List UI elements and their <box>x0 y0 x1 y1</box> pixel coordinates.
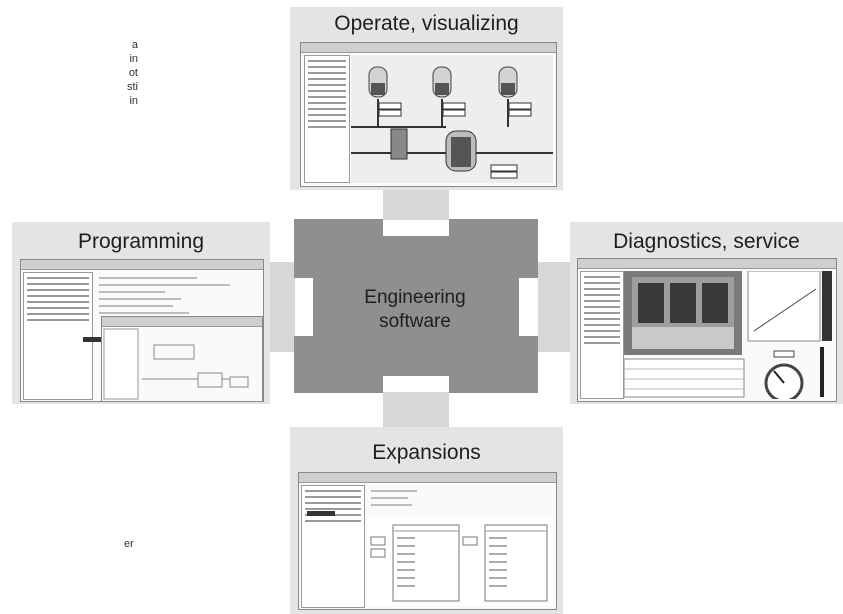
hub-label-line1: Engineering <box>364 287 466 308</box>
project-tree <box>23 272 93 400</box>
panel-expansions: Expansions <box>290 427 563 614</box>
process-diagram <box>351 55 553 183</box>
project-tree <box>304 55 350 183</box>
code-editor <box>367 485 552 515</box>
project-tree <box>580 271 624 399</box>
panel-title: Diagnostics, service <box>613 230 800 253</box>
connector-bottom <box>383 392 449 427</box>
screenshot-programming <box>20 259 264 402</box>
panel-diagnostics-service: Diagnostics, service <box>570 222 843 404</box>
cropped-text-line: in <box>129 95 138 107</box>
hub-label-line2: software <box>379 311 451 332</box>
hub-polygon <box>294 219 538 393</box>
code-editor <box>95 272 259 332</box>
connector-top <box>383 190 449 220</box>
screenshot-visualization <box>300 42 557 187</box>
project-tree <box>301 485 365 608</box>
cropped-text-line: ot <box>128 67 138 79</box>
tree-selection <box>307 511 335 516</box>
screenshot-diagnostics <box>577 258 837 402</box>
panel-title: Operate, visualizing <box>334 12 519 35</box>
toolbar <box>578 259 836 269</box>
screenshot-expansions <box>298 472 557 610</box>
function-block-window <box>101 316 263 401</box>
diagnostics-view <box>624 271 832 399</box>
cropped-text-line: a <box>131 39 138 51</box>
panel-title: Programming <box>77 230 205 253</box>
expansion-blocks-diagram <box>367 517 553 606</box>
cropped-text-line: in <box>129 53 138 65</box>
cropped-text-line: sti <box>127 81 138 93</box>
tree-selection <box>83 337 115 342</box>
toolbar <box>102 317 262 327</box>
toolbar <box>21 260 263 270</box>
panel-title: Expansions <box>372 441 481 464</box>
connector-right <box>538 262 570 352</box>
connector-left <box>270 262 295 352</box>
toolbar <box>301 43 556 53</box>
hub-label: Engineering software <box>335 286 495 334</box>
toolbar <box>299 473 556 483</box>
panel-operate-visualizing: Operate, visualizing <box>290 7 563 190</box>
cropped-text-bottom: er <box>124 538 134 550</box>
cropped-text-block: a in ot sti in <box>120 38 138 108</box>
function-block-diagram <box>103 328 249 400</box>
panel-programming: Programming <box>12 222 270 404</box>
